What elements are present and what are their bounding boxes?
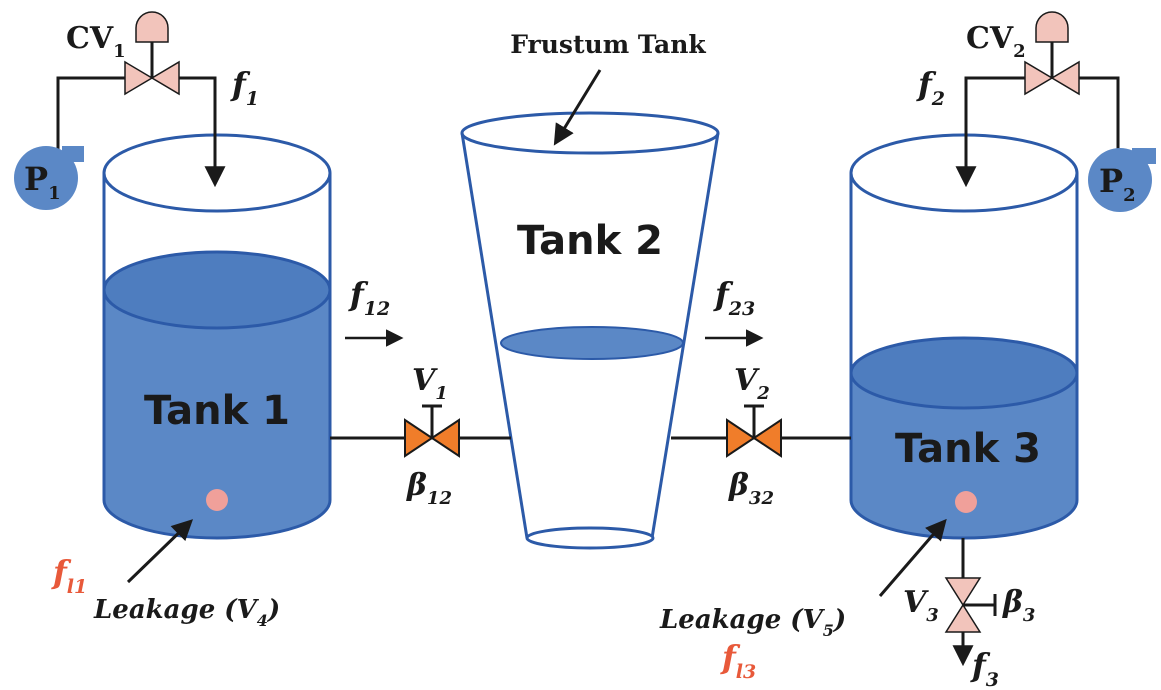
leakage-3-label: Leakage (V5) xyxy=(659,605,846,640)
valve-v1 xyxy=(404,404,460,458)
leakage-1-label: Leakage (V4) xyxy=(93,595,280,630)
flow-f2-label: f2 xyxy=(916,65,945,110)
svg-text:P2: P2 xyxy=(1099,162,1136,206)
tank-2-water xyxy=(509,343,671,549)
valve-v3-label: V3 xyxy=(903,585,939,626)
tank-1-top-rim xyxy=(102,133,332,213)
valve-v2-label: V2 xyxy=(734,363,770,404)
beta-32-label: β32 xyxy=(728,468,774,509)
tank-1-leak-point xyxy=(206,489,228,511)
frustum-tank-arrow xyxy=(553,69,602,146)
flow-f23-label: f23 xyxy=(713,275,755,320)
cv2-label: CV2 xyxy=(966,21,1026,62)
cv1-label: CV1 xyxy=(66,21,126,62)
control-valve-cv1 xyxy=(56,11,226,188)
leak-flow-fl3-label: fl3 xyxy=(720,638,756,683)
tank-1-label: Tank 1 xyxy=(144,388,290,434)
leakage-3-arrow xyxy=(878,518,947,597)
tank-3-label: Tank 3 xyxy=(895,426,1041,472)
pump-p1: P1 xyxy=(14,146,84,210)
flow-f3-label: f3 xyxy=(970,646,999,690)
tank-2-water-surface xyxy=(500,326,684,360)
tank-2-bottom-rim xyxy=(525,526,655,550)
tank-3: Tank 3 xyxy=(849,133,1079,540)
valve-v2 xyxy=(726,404,782,458)
tank-2-top-rim xyxy=(460,111,720,155)
tank-2-label: Tank 2 xyxy=(517,218,663,264)
leakage-1-arrow xyxy=(126,519,194,584)
tank-3-leak-point xyxy=(955,491,977,513)
tank-3-top-rim xyxy=(849,133,1079,213)
leak-flow-fl1-label: fl1 xyxy=(51,553,87,598)
tank-3-water xyxy=(851,373,1077,538)
tank-3-water-surface xyxy=(849,336,1079,410)
beta-3-label: β3 xyxy=(1002,585,1035,626)
tank-1-water xyxy=(104,290,330,538)
tank-1: Tank 1 xyxy=(102,133,332,540)
beta-12-label: β12 xyxy=(406,468,452,509)
control-valve-cv2 xyxy=(955,11,1120,188)
tank-1-water-surface xyxy=(102,250,332,330)
pump-p2: P2 xyxy=(1088,148,1156,212)
svg-text:P1: P1 xyxy=(24,160,61,204)
flow-f1-label: f1 xyxy=(230,65,259,110)
valve-v1-label: V1 xyxy=(412,363,448,404)
valve-v3 xyxy=(944,538,997,667)
frustum-tank-label: Frustum Tank xyxy=(510,30,706,59)
flow-f12-label: f12 xyxy=(348,275,390,320)
tank-2: Tank 2 xyxy=(460,111,720,550)
